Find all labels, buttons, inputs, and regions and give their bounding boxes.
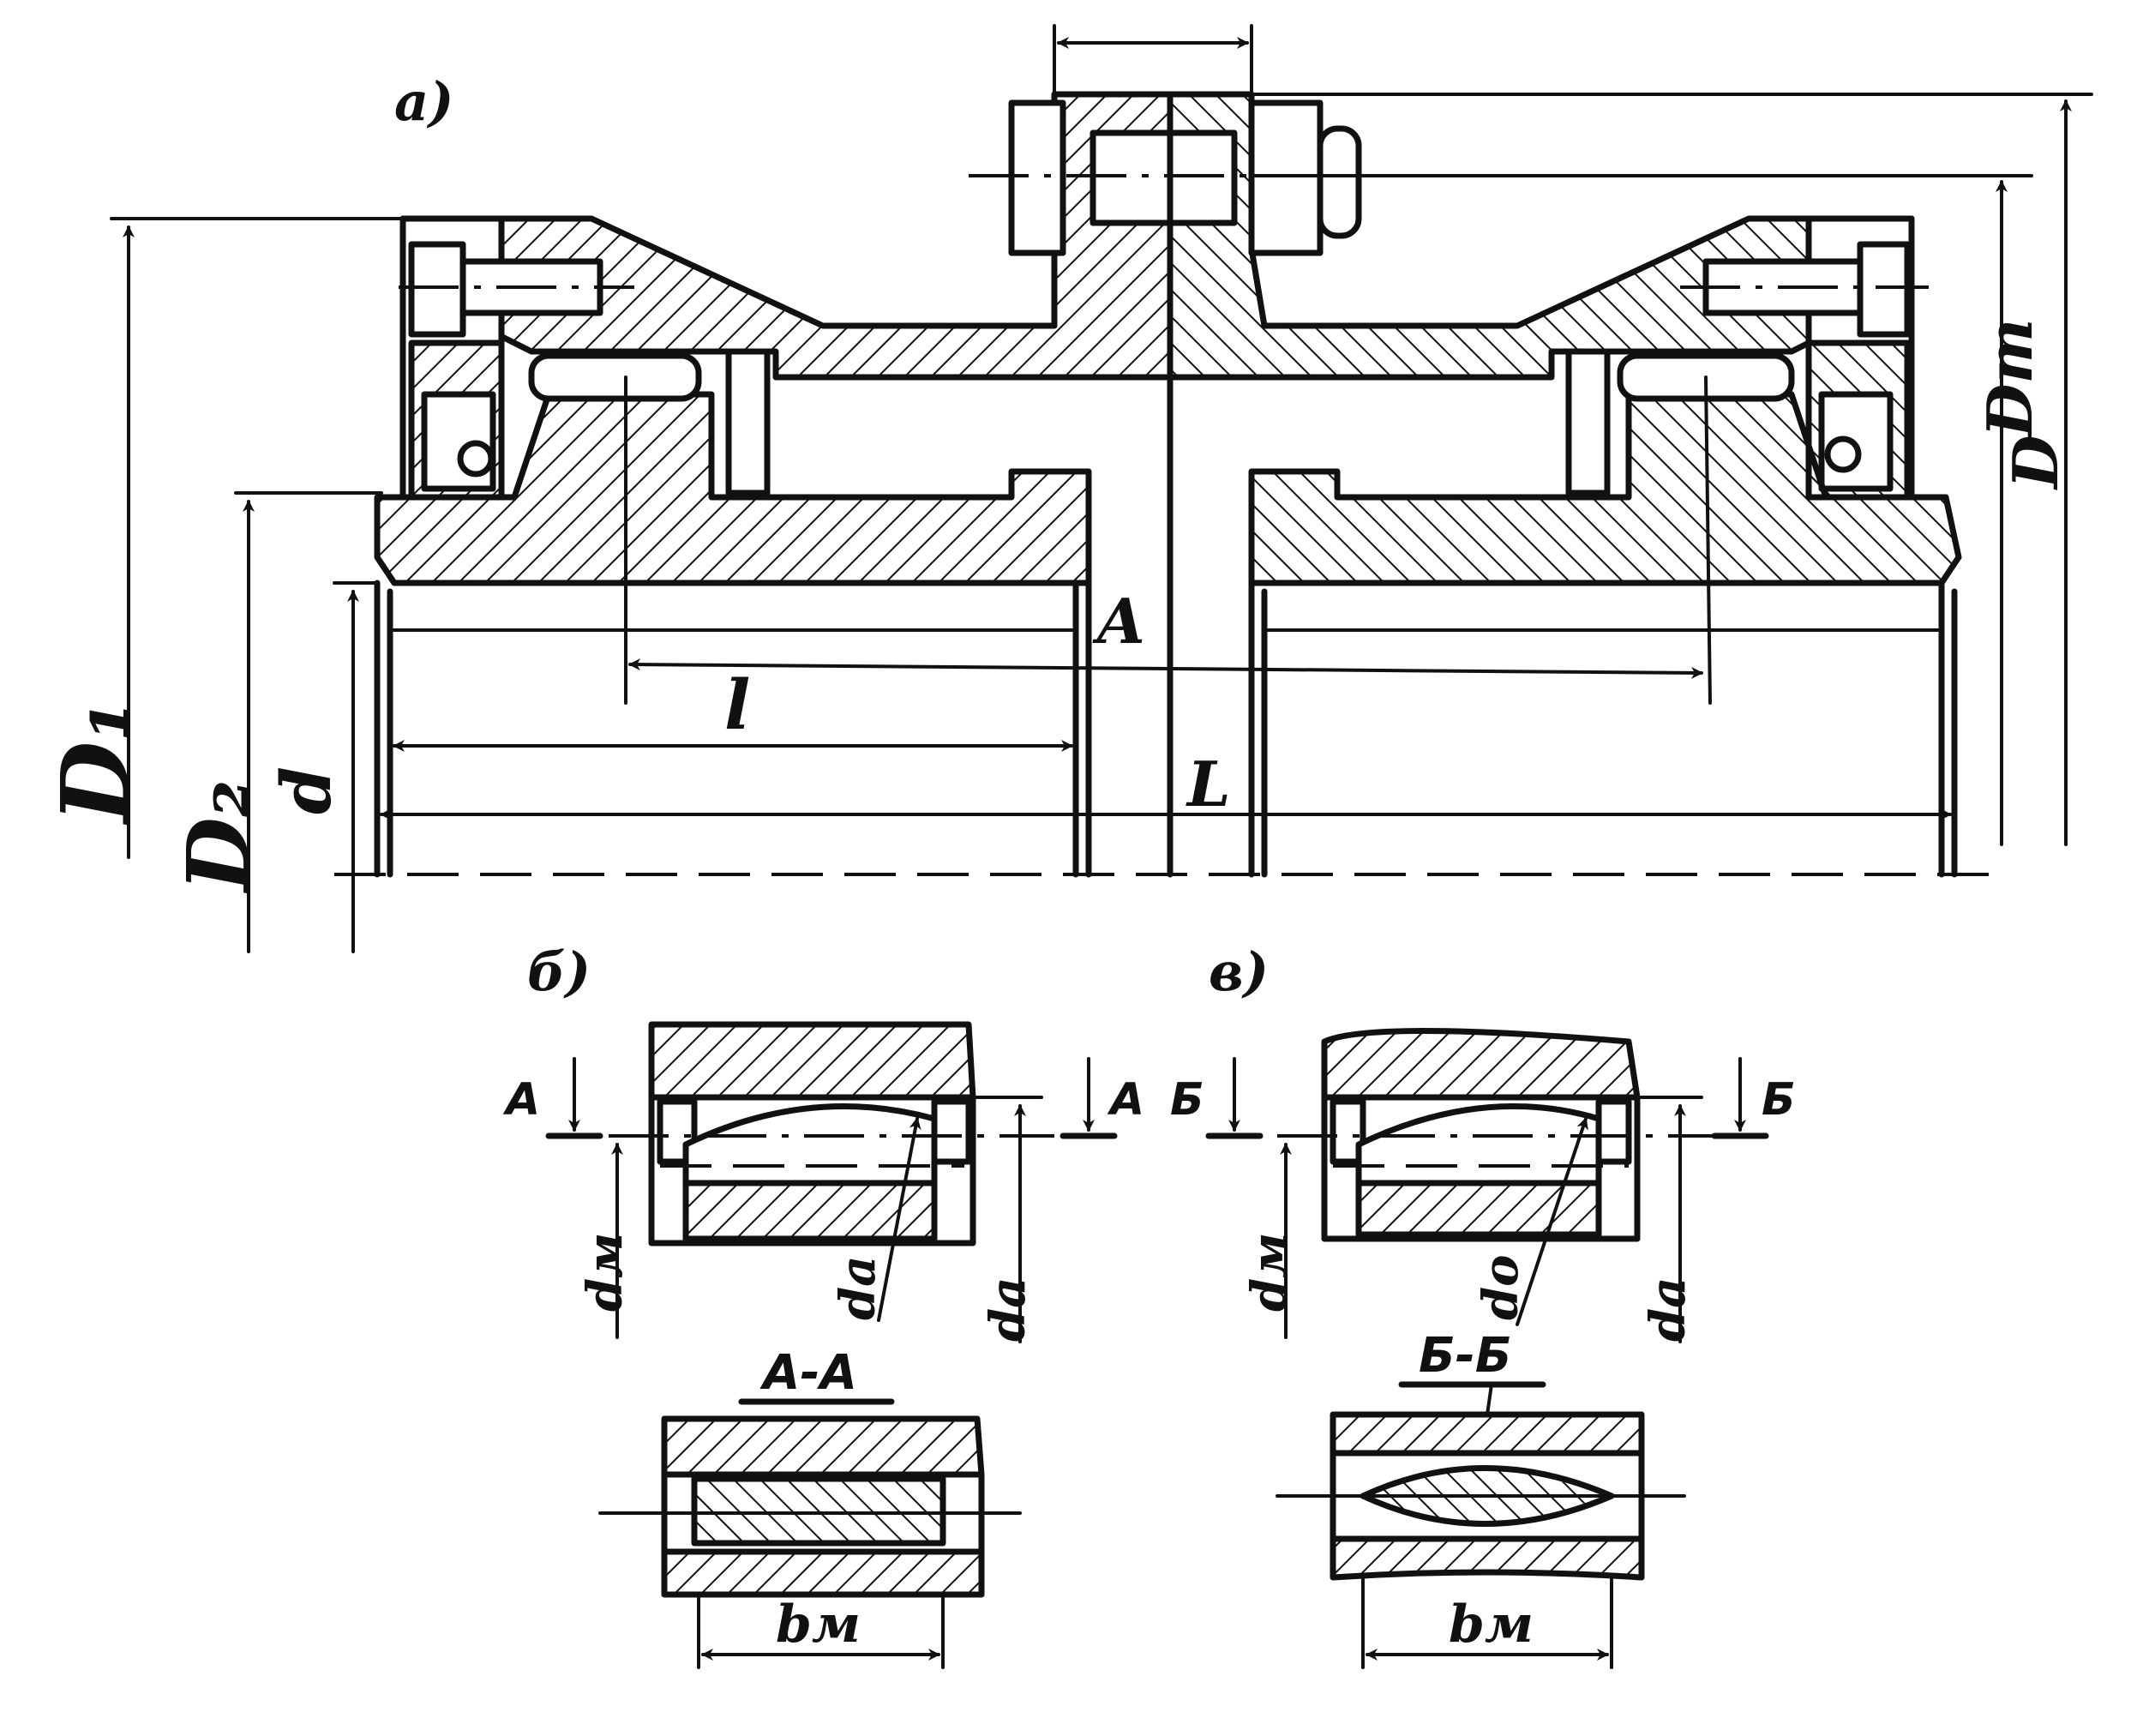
dim-d: d: [266, 766, 346, 814]
dim-D: D: [1999, 436, 2072, 490]
cut-a-right: A: [1107, 1074, 1144, 1126]
view-v-label: в): [1209, 940, 1269, 1003]
dim-A: A: [1092, 585, 1145, 658]
view-b-straight-tooth: б) A A dм dа dа А-А bм: [502, 940, 1144, 1669]
view-a-coupling-section: а): [40, 24, 2093, 953]
hub-left-tooth: [528, 352, 702, 402]
dim-da-outer-v: dа: [1640, 1277, 1696, 1342]
cut-a-left: A: [502, 1074, 540, 1126]
dim-D1: D₁: [40, 700, 151, 826]
dim-dm-b: dм: [577, 1233, 633, 1312]
dim-dm-v: dм: [1241, 1233, 1298, 1312]
dim-bm-v: bм: [1449, 1595, 1534, 1655]
view-v-crowned-tooth: в) Б Б dм dо dа Б-Б bм: [1170, 940, 1796, 1669]
view-a-label: а): [394, 70, 454, 133]
hub-right: [1248, 391, 1962, 586]
section-title-aa: А-А: [759, 1345, 857, 1401]
dim-da-inner-v: dо: [1473, 1254, 1529, 1320]
flange-bolt: [969, 99, 1362, 256]
dim-l: l: [724, 664, 750, 745]
dim-Dm: Dm: [1973, 318, 2046, 439]
cut-b-right: Б: [1762, 1074, 1796, 1126]
dim-bm-b: bм: [776, 1595, 861, 1655]
hub-left: [374, 391, 1092, 586]
dim-da-outer-b: dа: [980, 1277, 1036, 1342]
dim-D2: D₂: [168, 779, 269, 894]
dim-L: L: [1186, 748, 1231, 820]
view-b-label: б): [527, 940, 591, 1003]
cut-b-left: Б: [1170, 1074, 1204, 1126]
dim-da-inner-b: dа: [830, 1256, 886, 1320]
section-title-bb: Б-Б: [1419, 1328, 1512, 1384]
